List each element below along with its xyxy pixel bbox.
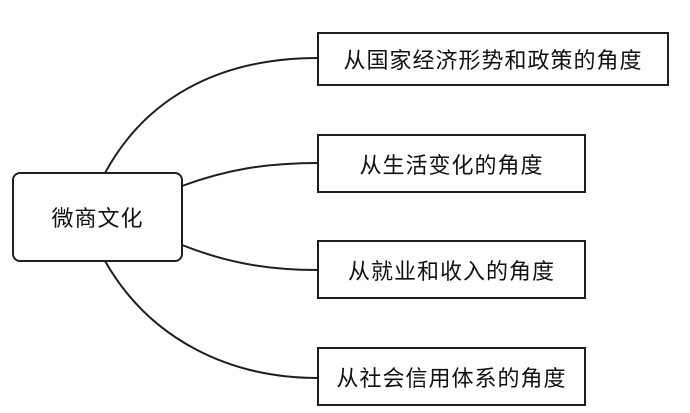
branch-node-4-label: 从社会信用体系的角度 — [336, 366, 567, 392]
root-node: 微商文化 — [12, 172, 183, 262]
connector-branch-1 — [104, 57, 319, 174]
branch-node-1: 从国家经济形势和政策的角度 — [317, 32, 669, 86]
branch-node-1-label: 从国家经济形势和政策的角度 — [343, 49, 643, 74]
branch-node-2-label: 从生活变化的角度 — [359, 153, 544, 179]
connector-branch-4 — [104, 260, 319, 379]
branch-node-4: 从社会信用体系的角度 — [317, 347, 586, 406]
connector-branch-3 — [181, 244, 319, 271]
branch-node-3: 从就业和收入的角度 — [317, 240, 586, 299]
root-node-label: 微商文化 — [51, 207, 144, 232]
connector-branch-2 — [181, 162, 319, 187]
branch-node-3-label: 从就业和收入的角度 — [347, 259, 555, 285]
branch-node-2: 从生活变化的角度 — [317, 134, 586, 193]
